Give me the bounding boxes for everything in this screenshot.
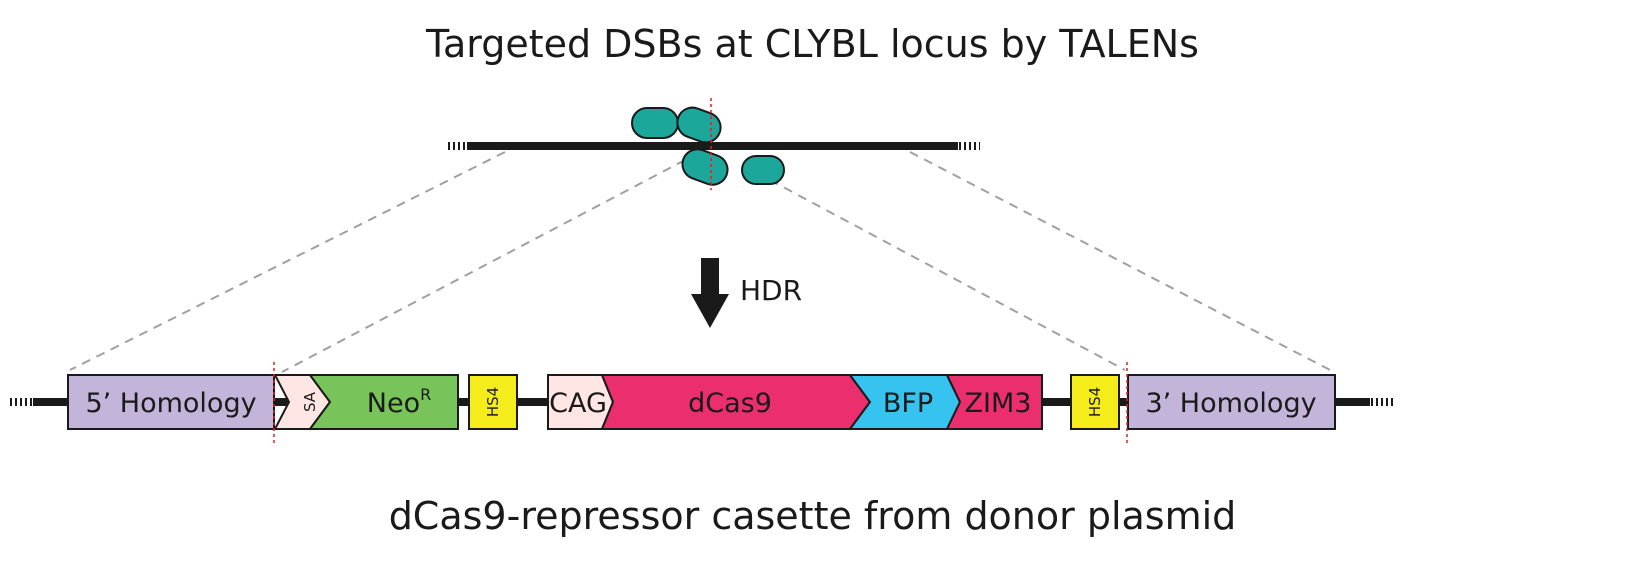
guide-lines	[69, 151, 1331, 373]
hdr-label: HDR	[740, 274, 802, 307]
hs4-left-block	[468, 374, 518, 430]
hdr-arrow-shaft	[701, 258, 719, 296]
sa-label: SA	[301, 391, 319, 412]
cag-label: CAG	[549, 388, 607, 419]
talen-bottom-right-segment	[741, 155, 785, 185]
bottom-title: dCas9-repressor casette from donor plasm…	[388, 494, 1237, 538]
neo-label: NeoR	[367, 385, 431, 419]
hdr-arrow	[691, 258, 729, 328]
three-homology-label: 3’ Homology	[1145, 388, 1316, 419]
hdr-arrow-head	[691, 294, 729, 328]
guide-line-outer-left	[69, 151, 506, 371]
neo-label-main: Neo	[367, 388, 420, 419]
hs4-right-label: HS4	[1086, 387, 1104, 417]
bfp-label: BFP	[883, 388, 933, 419]
zim3-block	[945, 374, 1043, 430]
guide-line-inner-left	[281, 159, 686, 373]
hs4-right-block	[1070, 374, 1120, 430]
five-homology-block	[67, 374, 275, 430]
cassette-elements	[67, 374, 1336, 430]
guide-line-outer-right	[909, 151, 1331, 371]
zim3-label: ZIM3	[965, 388, 1032, 419]
hs4-left-label: HS4	[484, 387, 502, 417]
dcas9-label: dCas9	[688, 388, 772, 419]
talen-bottom-left-segment	[681, 148, 729, 186]
talen-pair	[631, 106, 785, 186]
neo-label-superscript: R	[420, 385, 431, 404]
guide-line-inner-right	[769, 179, 1126, 371]
three-homology-block	[1127, 374, 1336, 430]
talen-top-right-segment	[676, 106, 722, 144]
talen-top-left-segment	[631, 107, 679, 139]
five-homology-label: 5’ Homology	[85, 388, 256, 419]
neo-block	[308, 374, 459, 430]
top-title: Targeted DSBs at CLYBL locus by TALENs	[426, 22, 1199, 66]
